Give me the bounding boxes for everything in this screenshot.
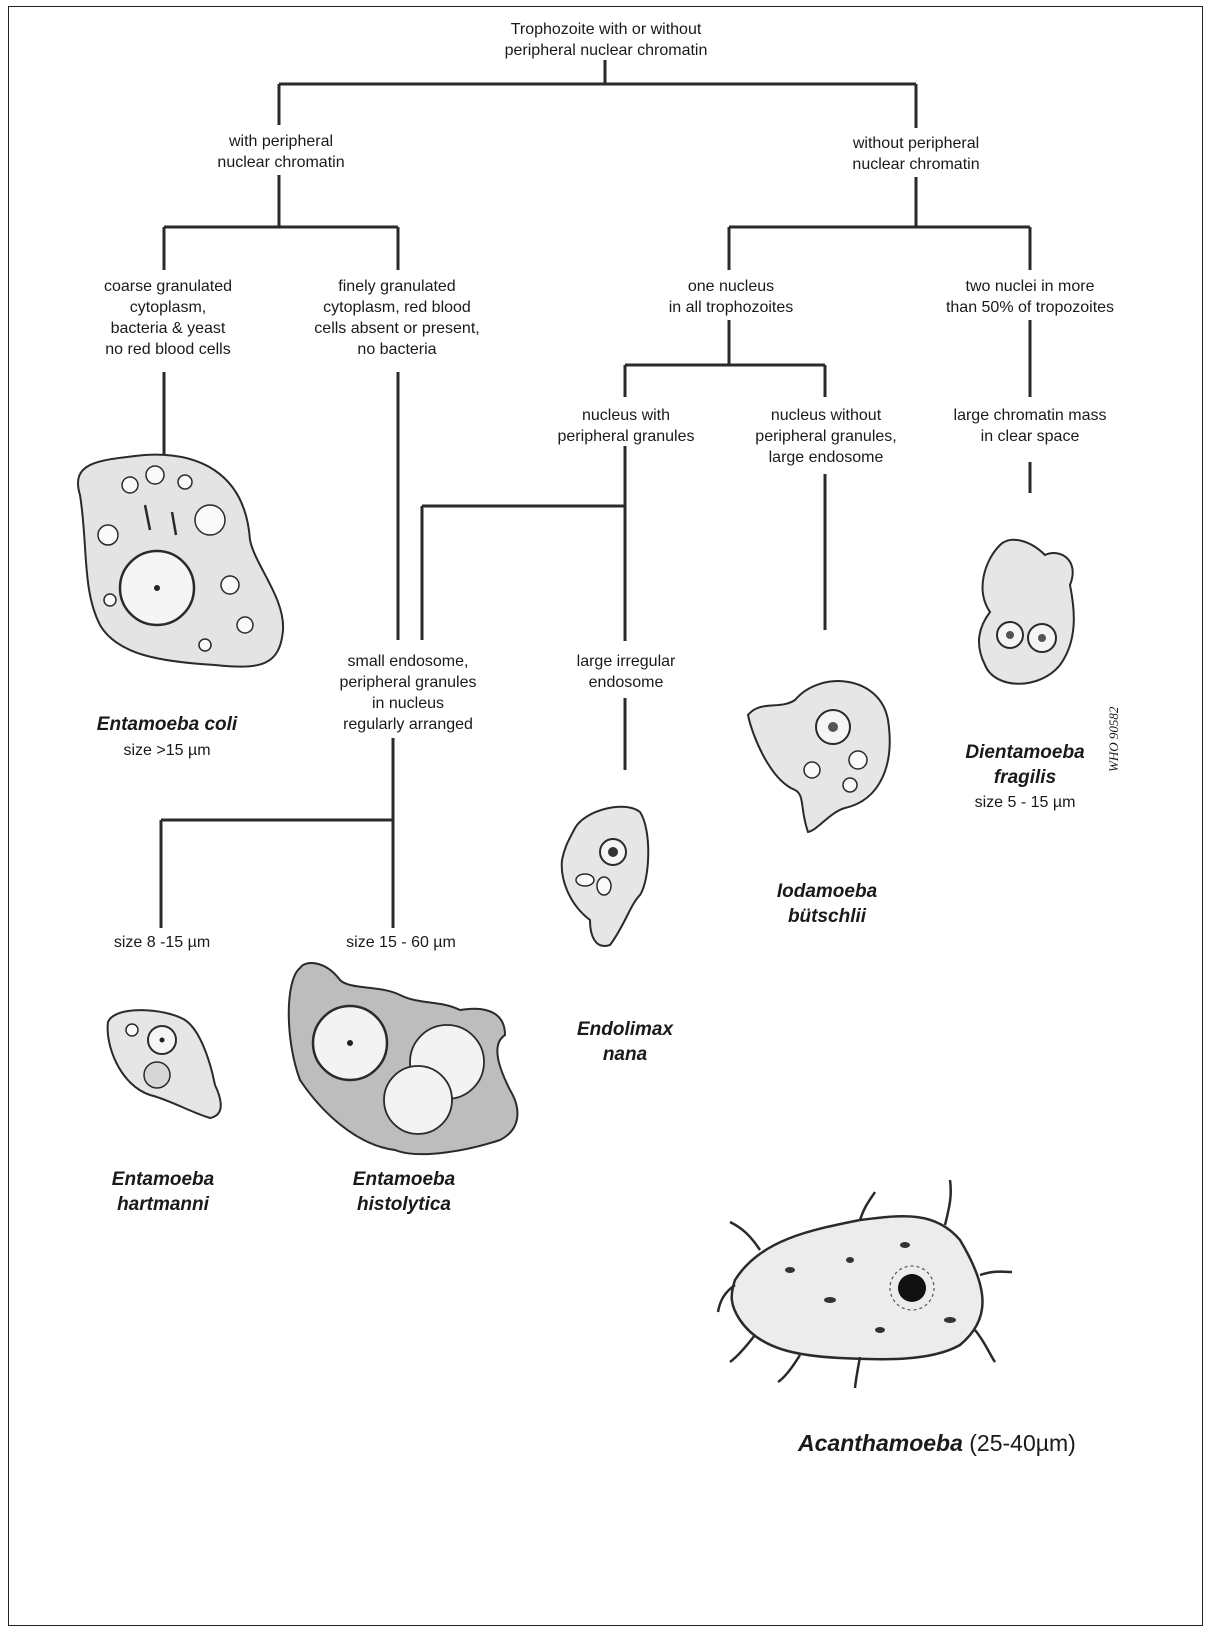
large-irregular-endosome-label: large irregular endosome — [577, 651, 676, 693]
acanthamoeba-illustration — [718, 1180, 1012, 1388]
entamoeba-hartmanni-name: Entamoeba hartmanni — [112, 1167, 214, 1217]
entamoeba-histolytica-illustration — [289, 963, 518, 1154]
dientamoeba-fragilis-illustration — [979, 540, 1074, 684]
who-watermark: WHO 90582 — [1106, 707, 1122, 772]
dientamoeba-fragilis-size: size 5 - 15 µm — [975, 794, 1076, 812]
size-15-60-label: size 15 - 60 µm — [346, 934, 456, 952]
acanthamoeba-caption: Acanthamoeba (25-40µm) — [798, 1430, 1076, 1457]
coarse-cytoplasm-label: coarse granulated cytoplasm, bacteria & … — [104, 276, 232, 360]
root-label: Trophozoite with or without peripheral n… — [505, 19, 708, 61]
acanthamoeba-name: Acanthamoeba — [798, 1430, 963, 1456]
large-chromatin-label: large chromatin mass in clear space — [954, 405, 1107, 447]
one-nucleus-label: one nucleus in all trophozoites — [669, 276, 794, 318]
endolimax-nana-name: Endolimax nana — [577, 1017, 673, 1067]
entamoeba-histolytica-name: Entamoeba histolytica — [353, 1167, 455, 1217]
nucleus-without-granules-label: nucleus without peripheral granules, lar… — [755, 405, 896, 468]
two-nuclei-label: two nuclei in more than 50% of tropozoit… — [946, 276, 1114, 318]
iodamoeba-butschlii-name: Iodamoeba bütschlii — [777, 879, 877, 929]
dientamoeba-fragilis-name: Dientamoeba fragilis — [965, 740, 1084, 790]
endolimax-nana-illustration — [562, 807, 649, 946]
size-8-15-label: size 8 -15 µm — [114, 934, 210, 952]
entamoeba-coli-size: size >15 µm — [123, 742, 210, 760]
nucleus-with-granules-label: nucleus with peripheral granules — [558, 405, 695, 447]
iodamoeba-butschlii-illustration — [748, 681, 890, 832]
entamoeba-hartmanni-illustration — [108, 1010, 221, 1118]
without-chromatin-label: without peripheral nuclear chromatin — [852, 133, 979, 175]
small-endosome-label: small endosome, peripheral granules in n… — [340, 651, 477, 735]
connector-lines — [161, 60, 1030, 928]
entamoeba-coli-illustration — [78, 455, 283, 667]
acanthamoeba-size: (25-40µm) — [969, 1430, 1076, 1456]
with-chromatin-label: with peripheral nuclear chromatin — [217, 131, 344, 173]
entamoeba-coli-name: Entamoeba coli — [97, 712, 237, 737]
fine-cytoplasm-label: finely granulated cytoplasm, red blood c… — [314, 276, 479, 360]
